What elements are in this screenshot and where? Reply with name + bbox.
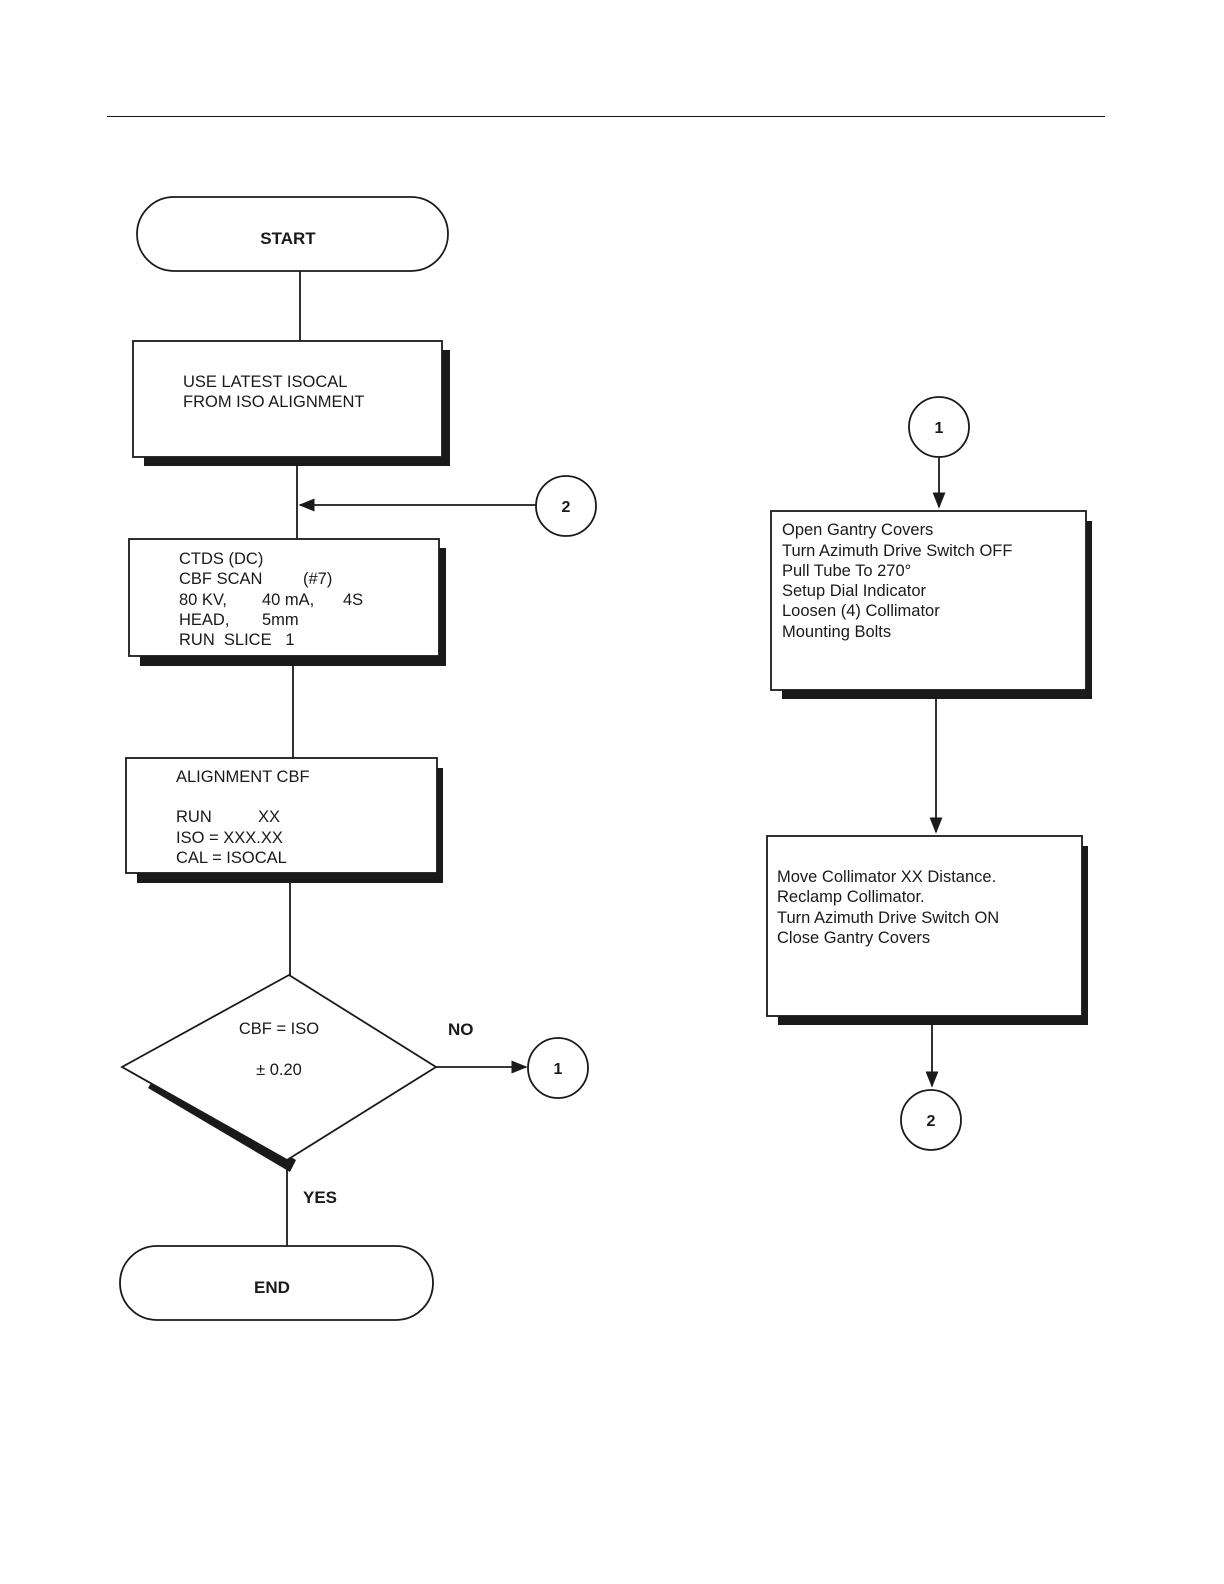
alignment-run-value: XX bbox=[258, 808, 280, 826]
scan-line-kv: 80 KV, bbox=[179, 591, 227, 609]
alignment-cal: CAL = ISOCAL bbox=[176, 849, 287, 867]
step-isocal-box: USE LATEST ISOCAL FROM ISO ALIGNMENT bbox=[132, 340, 450, 466]
isocal-line-2: FROM ISO ALIGNMENT bbox=[183, 393, 365, 411]
move-line-2: Reclamp Collimator. bbox=[777, 888, 925, 906]
isocal-line-1: USE LATEST ISOCAL bbox=[183, 373, 347, 391]
scan-line-ctds: CTDS (DC) bbox=[179, 550, 263, 568]
decision-line-1: CBF = ISO bbox=[239, 1020, 319, 1038]
step-scan-box: CTDS (DC) CBF SCAN (#7) 80 KV, 40 mA, 4S… bbox=[128, 538, 446, 666]
connector-2-right: 2 bbox=[900, 1089, 962, 1151]
end-terminal: END bbox=[119, 1245, 434, 1321]
connector-2-left-label: 2 bbox=[562, 499, 571, 516]
move-line-3: Turn Azimuth Drive Switch ON bbox=[777, 909, 999, 927]
branch-no-label: NO bbox=[448, 1020, 474, 1039]
decision-line-2: ± 0.20 bbox=[256, 1061, 302, 1079]
alignment-iso: ISO = XXX.XX bbox=[176, 829, 283, 847]
step-alignment-box: ALIGNMENT CBF RUN XX ISO = XXX.XX CAL = … bbox=[125, 757, 443, 883]
scan-line-run: RUN SLICE 1 bbox=[179, 631, 295, 649]
scan-line-cbf-number: (#7) bbox=[303, 570, 332, 588]
start-label: START bbox=[260, 229, 316, 248]
connector-1-right-label: 1 bbox=[935, 420, 944, 437]
scan-line-thickness: 5mm bbox=[262, 611, 299, 629]
decision-diamond: CBF = ISO ± 0.20 bbox=[120, 973, 438, 1172]
step-open-box: Open Gantry Covers Turn Azimuth Drive Sw… bbox=[770, 510, 1092, 699]
branch-yes-label: YES bbox=[303, 1188, 337, 1207]
connector-1-left: 1 bbox=[527, 1037, 589, 1099]
alignment-title: ALIGNMENT CBF bbox=[176, 768, 310, 786]
connector-2-right-label: 2 bbox=[927, 1113, 936, 1130]
scan-line-ma: 40 mA, bbox=[262, 591, 314, 609]
header-rule bbox=[107, 116, 1105, 117]
open-line-5: Loosen (4) Collimator bbox=[782, 602, 940, 620]
move-line-1: Move Collimator XX Distance. bbox=[777, 868, 996, 886]
alignment-run: RUN bbox=[176, 808, 212, 826]
step-move-box: Move Collimator XX Distance. Reclamp Col… bbox=[766, 835, 1088, 1025]
scan-line-head: HEAD, bbox=[179, 611, 229, 629]
connector-2-left: 2 bbox=[535, 475, 597, 537]
open-line-6: Mounting Bolts bbox=[782, 623, 891, 641]
move-line-4: Close Gantry Covers bbox=[777, 929, 930, 947]
start-terminal: START bbox=[136, 196, 449, 272]
scan-line-cbf: CBF SCAN bbox=[179, 570, 262, 588]
end-label: END bbox=[254, 1278, 290, 1297]
open-line-4: Setup Dial Indicator bbox=[782, 582, 927, 600]
open-line-2: Turn Azimuth Drive Switch OFF bbox=[782, 542, 1012, 560]
scan-line-time: 4S bbox=[343, 591, 363, 609]
connector-1-right: 1 bbox=[908, 396, 970, 458]
connector-1-left-label: 1 bbox=[554, 1061, 563, 1078]
open-line-1: Open Gantry Covers bbox=[782, 521, 933, 539]
open-line-3: Pull Tube To 270° bbox=[782, 562, 911, 580]
